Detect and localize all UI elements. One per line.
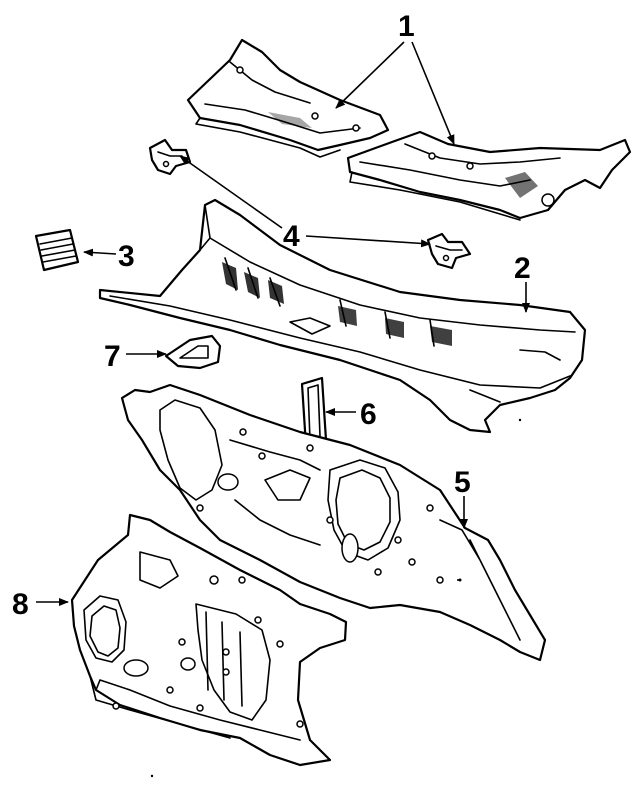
leader-4b	[305, 235, 431, 248]
speck	[457, 579, 459, 581]
clip	[164, 334, 222, 370]
callout-2: 2	[514, 252, 531, 285]
callout-5: 5	[454, 466, 471, 499]
cowl-panel-right	[346, 130, 632, 221]
lower-dash-panel	[70, 513, 348, 767]
callout-1: 1	[398, 10, 415, 43]
seal-strip	[300, 376, 328, 448]
callout-6: 6	[360, 398, 377, 431]
dash-panel	[120, 383, 547, 662]
cowl-upper-panel	[98, 198, 587, 434]
callout-4: 4	[283, 220, 300, 253]
leader-4a	[179, 155, 283, 229]
bracket-right	[426, 232, 472, 270]
leader-1b	[411, 41, 455, 145]
bracket-left	[148, 138, 192, 176]
callout-3: 3	[118, 240, 135, 273]
callout-7: 7	[104, 340, 121, 373]
cowl-panel-left	[186, 38, 390, 158]
leader-3	[83, 248, 117, 257]
vent-grille	[34, 228, 80, 272]
speck	[150, 774, 154, 778]
leader-1a	[335, 41, 405, 109]
callout-8: 8	[12, 588, 29, 621]
speck	[518, 418, 522, 422]
